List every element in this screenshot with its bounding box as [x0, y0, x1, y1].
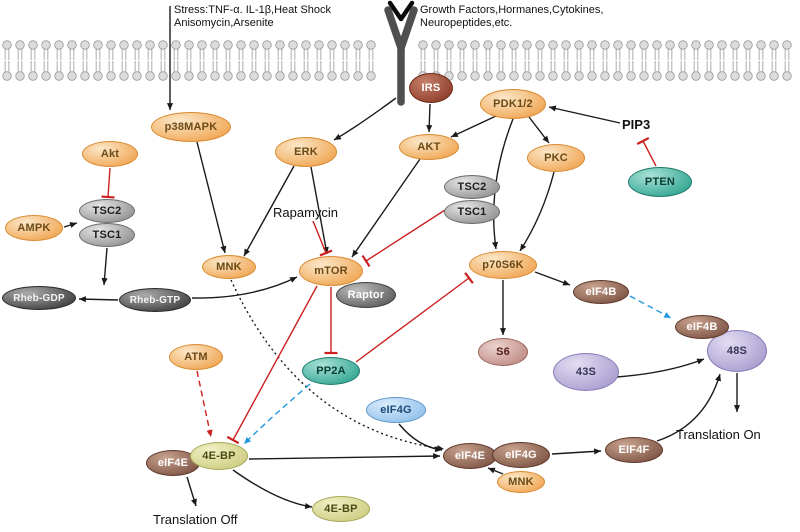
- cell-membrane: [2, 40, 792, 81]
- edge-erk-activates-mnk: [243, 165, 295, 257]
- edge-tsc-inhibits-mtor: [361, 209, 446, 268]
- translation-off-label: Translation Off: [153, 512, 238, 527]
- edge-complex-translation-off: [186, 476, 197, 507]
- edge-pkc-activates-p70s6k: [519, 171, 555, 252]
- edge-stress-activates-p38mapk: [166, 6, 174, 110]
- edge-complex-forms-eif4f: [551, 448, 602, 455]
- stress-line-1: Stress:TNF-α. IL-1β,Heat Shock: [174, 4, 331, 16]
- edge-43s-joins-48s: [616, 358, 705, 378]
- edge-p38mapk-activates-mnk: [196, 141, 227, 254]
- edge-4ebp-released-free: [232, 469, 313, 510]
- stress-annotation: Stress:TNF-α. IL-1β,Heat Shock Anisomyci…: [174, 4, 331, 30]
- edge-atm-signals-4ebp: [196, 370, 213, 438]
- edge-rhebgtp-to-rhebgdp: [78, 296, 119, 303]
- edge-pdk12-activates-pkc: [528, 116, 550, 144]
- edge-receptor-activates-erk: [333, 97, 397, 141]
- receptor-icon: [384, 0, 418, 106]
- edge-eif4f-joins-48s: [656, 373, 722, 442]
- edge-irs-activates-akt: [426, 103, 433, 133]
- edge-mnk-activates-eif4e: [487, 467, 504, 475]
- growth-factors-annotation: Growth Factors,Hormanes,Cytokines, Neuro…: [420, 4, 603, 30]
- growth-line-1: Growth Factors,Hormanes,Cytokines,: [420, 4, 604, 16]
- edge-mtor-inhibits-pp2a: [324, 287, 338, 355]
- stress-line-2: Anisomycin,Arsenite: [174, 17, 274, 29]
- edge-rapamycin-inhibits-mtor: [312, 220, 333, 257]
- pathway-edges: [63, 6, 741, 510]
- edge-eif4e-released-to-complex: [248, 453, 441, 460]
- edge-p70s6k-activates-s6: [499, 280, 507, 335]
- edge-akt-inhibits-tsc2: [101, 167, 115, 199]
- translation-on-label: Translation On: [676, 427, 761, 442]
- edge-ampk-activates-tsc: [63, 222, 78, 228]
- edge-pip3-activates-pdk12: [548, 105, 621, 124]
- edge-eif4b-translocates: [629, 295, 672, 319]
- edge-mnk-phos-eif4e-dotted: [230, 279, 445, 452]
- edge-pp2a-dephos-4ebp: [243, 383, 311, 445]
- pip3-label: PIP3: [622, 117, 651, 132]
- edge-p70s6k-activates-eif4b: [534, 271, 571, 286]
- edge-akt-activates-mtor: [351, 158, 421, 258]
- rapamycin-label: Rapamycin: [273, 205, 339, 220]
- edge-48s-translation-on: [733, 373, 741, 412]
- ligand-icon: [387, 0, 415, 22]
- edge-tsc-converts-rheb: [101, 247, 108, 286]
- growth-line-2: Neuropeptides,etc.: [420, 17, 513, 29]
- edge-mtor-inhibits-4ebp: [226, 285, 318, 445]
- edge-rhebgtp-activates-mtor: [191, 276, 298, 299]
- edge-pten-inhibits-pip3: [636, 137, 657, 167]
- edge-pdk12-activates-p70s6k: [492, 118, 514, 250]
- edge-pdk12-activates-akt: [450, 115, 497, 138]
- edge-pp2a-inhibits-p70s6k: [355, 272, 474, 363]
